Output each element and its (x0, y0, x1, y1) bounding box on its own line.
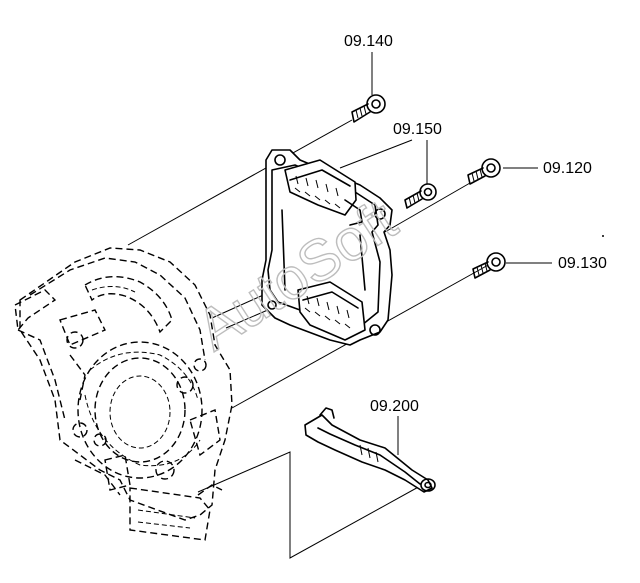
screw-09130 (472, 252, 506, 279)
callout-09200: 09.200 (370, 398, 419, 415)
stray-dot (602, 235, 604, 237)
cable-09200 (304, 407, 436, 493)
callout-09140: 09.140 (344, 33, 393, 50)
callout-09150: 09.150 (393, 121, 442, 138)
callout-09130: 09.130 (558, 255, 607, 272)
screw-09120 (467, 158, 501, 185)
callout-09120: 09.120 (543, 160, 592, 177)
leader-lines (371, 52, 552, 455)
control-module (261, 149, 393, 346)
screw-09140 (351, 94, 386, 123)
screw-09150 (404, 183, 437, 209)
housing (14, 247, 233, 541)
